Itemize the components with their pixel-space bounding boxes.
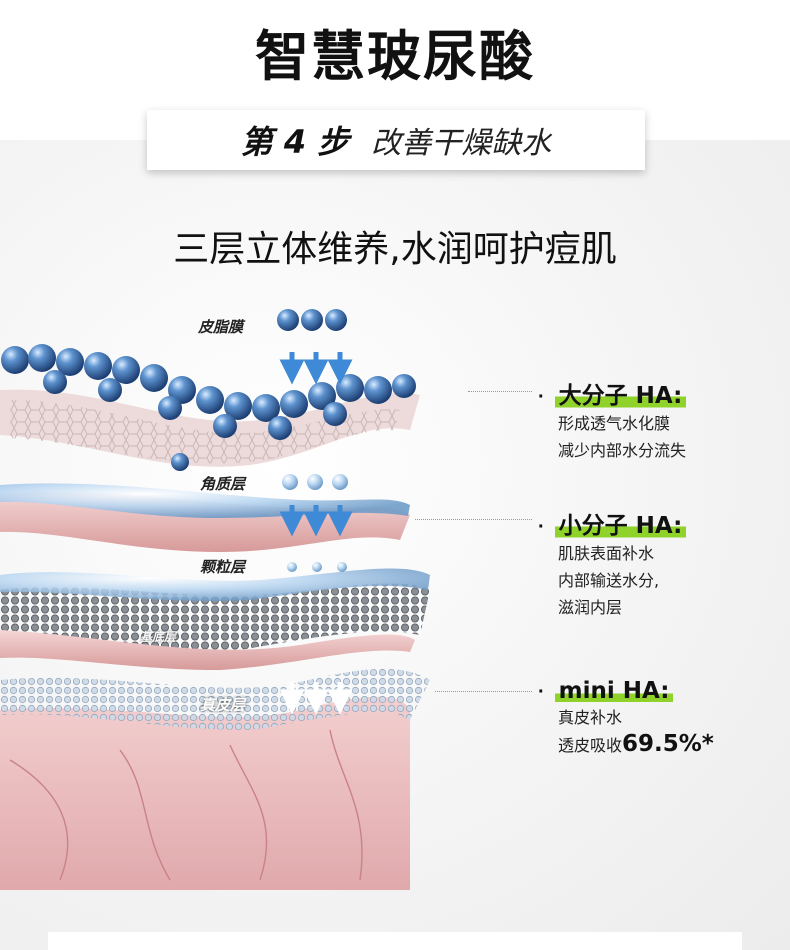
leader-line-large — [468, 391, 532, 392]
info-mini-ha: · mini HA: 真皮补水 透皮吸收69.5%* — [538, 678, 714, 759]
granular-layer — [0, 568, 430, 670]
page-title: 智慧玻尿酸 — [255, 25, 535, 88]
large-ha-beads — [1, 309, 416, 471]
bottom-strip — [48, 932, 742, 950]
info-line: 内部输送水分, — [558, 571, 660, 590]
label-basal: 基底层 — [140, 630, 177, 644]
label-granular: 颗粒层 — [200, 558, 246, 576]
info-line: 减少内部水分流失 — [558, 441, 687, 460]
step-text: 改善干燥缺水 — [371, 126, 552, 161]
leader-line-small — [415, 519, 532, 520]
info-line: 形成透气水化膜 — [558, 414, 671, 433]
info-title: 大分子 HA: — [554, 376, 687, 410]
info-line: 肌肤表面补水 — [558, 544, 655, 563]
info-line: 滋润内层 — [558, 598, 623, 617]
dermis-layer — [0, 668, 430, 890]
label-sebum: 皮脂膜 — [198, 318, 244, 336]
label-dermis: 真皮层 — [200, 696, 246, 714]
absorption-percent: 69.5%* — [622, 731, 714, 757]
sebum-layer — [0, 389, 420, 467]
info-title: mini HA: — [554, 678, 674, 704]
absorption-text: 透皮吸收 — [558, 736, 623, 755]
bullet: · — [538, 681, 545, 703]
subtitle: 三层立体维养,水润呵护痘肌 — [173, 229, 617, 270]
step-banner: 第 4 步 改善干燥缺水 — [147, 110, 645, 170]
stratum-layer — [0, 483, 410, 552]
info-small-ha: · 小分子 HA: 肌肤表面补水 内部输送水分, 滋润内层 — [538, 506, 687, 621]
absorption-arrows — [279, 352, 353, 715]
info-line: 真皮补水 — [558, 708, 623, 727]
info-large-ha: · 大分子 HA: 形成透气水化膜 减少内部水分流失 — [538, 376, 687, 464]
bullet: · — [538, 516, 545, 538]
small-ha-beads — [282, 474, 348, 572]
skin-layer-illustration — [0, 309, 430, 890]
info-line-absorption: 透皮吸收69.5%* — [558, 731, 714, 759]
label-stratum: 角质层 — [200, 475, 246, 493]
info-title: 小分子 HA: — [554, 506, 687, 540]
step-number: 第 4 步 — [240, 123, 350, 161]
bullet: · — [538, 386, 545, 408]
leader-line-mini — [435, 691, 532, 692]
